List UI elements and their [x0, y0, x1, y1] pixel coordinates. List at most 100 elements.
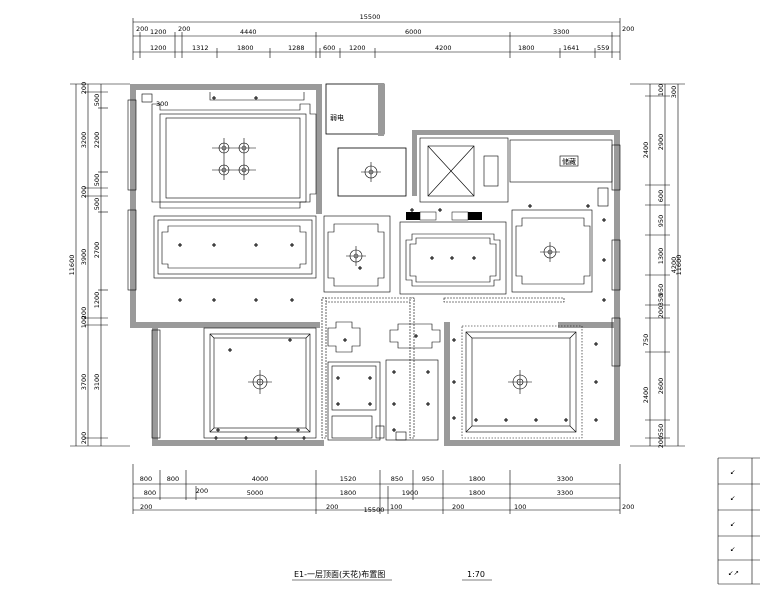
skylight-room — [337, 147, 407, 197]
legend-glyph-4: ↙ — [730, 545, 735, 553]
top-dim-4: 4440 — [240, 28, 257, 36]
downlight-icon — [414, 334, 418, 338]
downlight-icon — [452, 338, 456, 342]
bottom-sub-dim-7: 3300 — [557, 489, 574, 497]
downlight-icon — [528, 204, 532, 208]
downlight-icon — [244, 436, 248, 440]
right-dim-9: 2600 — [657, 378, 665, 395]
downlight-icon — [214, 436, 218, 440]
left-inner-dim-2: 2200 — [93, 132, 101, 149]
legend-table: ↙ ↙ ↙ ↙ ↙↗ — [717, 457, 760, 585]
top-overall-dim: 15500 — [360, 13, 381, 21]
top-dim-1: 200 — [136, 25, 148, 33]
top-sub-dim-4: 1288 — [288, 44, 305, 52]
left-inner-dim-7: 3100 — [93, 374, 101, 391]
storage-room-label: 储藏 — [562, 157, 576, 166]
bottom-dim-8: 3300 — [557, 475, 574, 483]
left-inner-dim-1: 500 — [93, 94, 101, 106]
legend-glyph-2: ↙ — [730, 494, 735, 502]
bottom-edge-dim-1: 200 — [140, 503, 152, 511]
right-dim-1: 100 — [657, 84, 665, 96]
downlight-icon — [602, 298, 606, 302]
master-bedroom-ceiling — [461, 325, 583, 439]
downlight-icon — [368, 376, 372, 380]
top-dim-5: 6000 — [405, 28, 422, 36]
downlight-icon — [290, 298, 294, 302]
top-sub-dim-10: 559 — [597, 44, 609, 52]
downlight-icon — [410, 208, 414, 212]
left-inner-dim-5: 2700 — [93, 242, 101, 259]
downlight-icon — [296, 428, 300, 432]
downlight-icon — [212, 96, 216, 100]
downlight-icon — [426, 402, 430, 406]
downlight-icon — [472, 256, 476, 260]
downlight-icon — [343, 338, 347, 342]
drawing-title: E1-一层顶面(天花)布置图 — [294, 569, 385, 579]
top-sub-dim-2: 1312 — [192, 44, 209, 52]
right-dim-11: 200 — [657, 436, 665, 448]
center-ceiling-b — [399, 221, 507, 295]
left-inner-dim-4: 500 — [93, 198, 101, 210]
living-room-ceiling: 300 — [141, 93, 317, 209]
weak-current-label: 弱电 — [330, 113, 344, 122]
right-inner-dim-3: 4200 — [670, 257, 678, 274]
bottom-edge-dim-4: 200 — [452, 503, 464, 511]
right-inner-dim-4: 750 — [642, 334, 650, 346]
downlight-icon — [178, 243, 182, 247]
legend-glyph-1: ↙ — [730, 468, 735, 476]
right-dim-4: 950 — [657, 215, 665, 227]
top-sub-dim-6: 1200 — [349, 44, 366, 52]
small-rooms-center — [327, 321, 441, 441]
downlight-icon — [336, 402, 340, 406]
downlight-icon — [254, 96, 258, 100]
top-sub-dim-7: 4200 — [435, 44, 452, 52]
right-dim-10: 550 — [657, 424, 665, 436]
left-dim-5: 200 — [80, 307, 88, 319]
downlight-markers — [178, 96, 606, 440]
downlight-icon — [564, 418, 568, 422]
bottom-overall-dim: 15500 — [364, 506, 385, 514]
right-dim-6: 950 — [657, 284, 665, 296]
downlight-icon — [474, 418, 478, 422]
bottom-edge-dim-2: 200 — [326, 503, 338, 511]
downlight-icon — [438, 208, 442, 212]
downlight-icon — [426, 370, 430, 374]
downlight-icon — [594, 418, 598, 422]
right-inner-dim-5: 2400 — [642, 387, 650, 404]
dining-ceiling — [153, 215, 317, 279]
right-dim-3: 600 — [657, 190, 665, 202]
top-dim-6: 3300 — [553, 28, 570, 36]
downlight-icon — [274, 436, 278, 440]
downlight-icon — [216, 428, 220, 432]
left-dim-1: 200 — [80, 82, 88, 94]
left-dim-3: 200 — [80, 186, 88, 198]
bottom-dimensions: 800 800 4000 1520 850 950 1800 3300 800 … — [132, 464, 634, 514]
left-dim-4: 3900 — [80, 249, 88, 266]
bottom-dim-6: 950 — [422, 475, 434, 483]
bottom-sub-dim-3: 5000 — [247, 489, 264, 497]
downlight-icon — [336, 376, 340, 380]
downlight-icon — [452, 380, 456, 384]
center-ceiling-c — [511, 209, 593, 293]
downlight-icon — [358, 266, 362, 270]
downlight-icon — [452, 416, 456, 420]
downlight-icon — [290, 243, 294, 247]
downlight-icon — [254, 298, 258, 302]
right-dim-8: 350 — [657, 294, 665, 306]
top-dim-2: 1200 — [150, 28, 167, 36]
right-dim-2: 2900 — [657, 134, 665, 151]
elevator-shaft — [419, 137, 509, 203]
bottom-edge-dim-5: 100 — [514, 503, 526, 511]
downlight-icon — [392, 428, 396, 432]
bottom-dim-4: 1520 — [340, 475, 357, 483]
bottom-sub-dim-4: 1800 — [340, 489, 357, 497]
bottom-sub-dim-2: 200 — [196, 487, 208, 495]
downlight-icon — [534, 418, 538, 422]
left-dim-8: 200 — [80, 432, 88, 444]
right-inner-dim-2: 2400 — [642, 142, 650, 159]
left-inner-dim-3: 500 — [93, 174, 101, 186]
downlight-icon — [450, 256, 454, 260]
bottom-dim-2: 800 — [167, 475, 179, 483]
downlight-icon — [602, 218, 606, 222]
downlight-icon — [302, 436, 306, 440]
